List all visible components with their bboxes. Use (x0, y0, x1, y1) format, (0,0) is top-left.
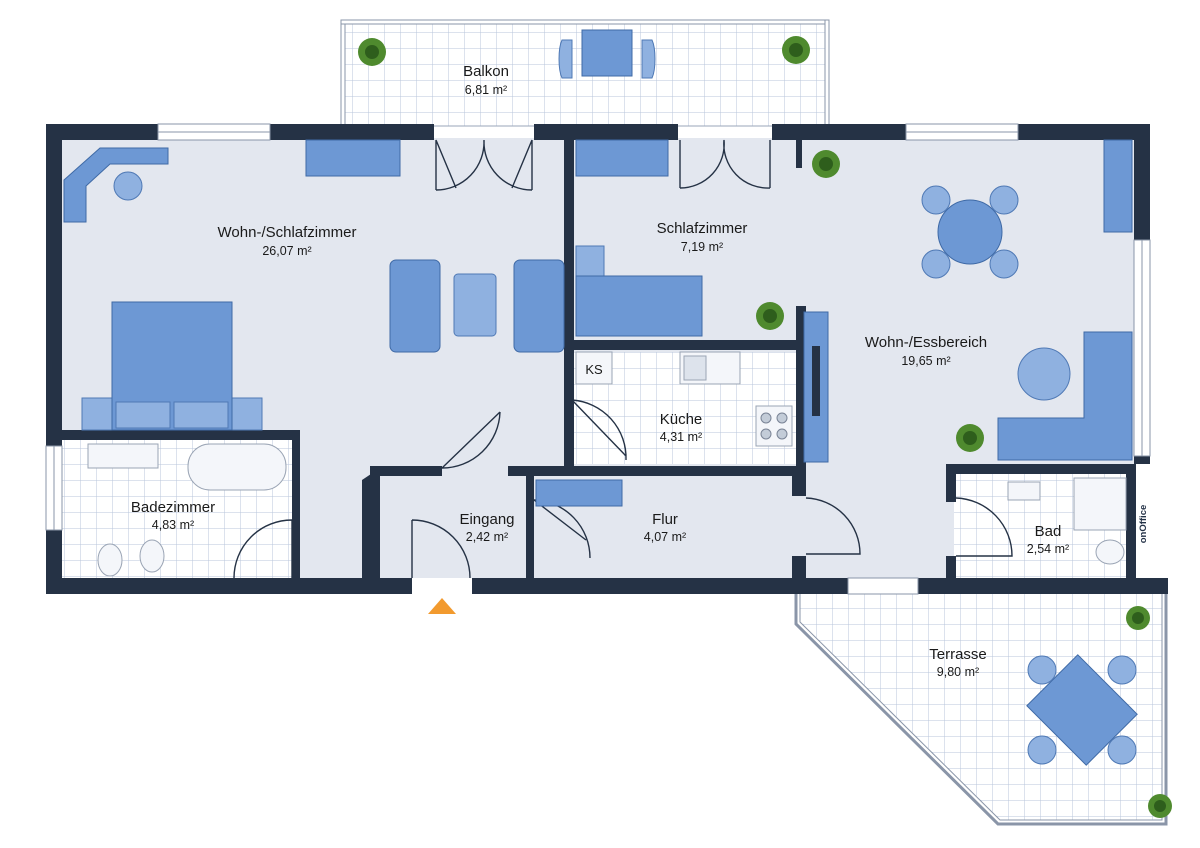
schlafzimmer-name: Schlafzimmer (657, 220, 748, 237)
ks-label: KS (585, 362, 603, 377)
entrance-arrow-icon (428, 598, 456, 614)
wohn-ess-area-value: 19,65 m² (901, 354, 950, 368)
terrasse-name: Terrasse (929, 646, 987, 663)
furniture (63, 29, 1138, 766)
eingang-area-value: 2,42 m² (466, 530, 508, 544)
bad-name: Bad (1035, 523, 1062, 540)
bad-area-value: 2,54 m² (1027, 542, 1069, 556)
fixtures (87, 351, 1127, 577)
balkon-name: Balkon (463, 63, 509, 80)
walls (45, 123, 1168, 594)
flur-area-value: 4,07 m² (644, 530, 686, 544)
wohn-schlaf-area-value: 26,07 m² (262, 244, 311, 258)
schlafzimmer-area-value: 7,19 m² (681, 240, 723, 254)
badezimmer-area-value: 4,83 m² (152, 518, 194, 532)
kueche-name: Küche (660, 411, 703, 428)
terrasse-area (794, 591, 1168, 826)
wohn-ess-name: Wohn-/Essbereich (865, 334, 987, 351)
terrasse-area-value: 9,80 m² (937, 665, 979, 679)
balkon-area-value: 6,81 m² (465, 83, 507, 97)
plant-icon (358, 36, 1172, 818)
flur-name: Flur (652, 511, 678, 528)
eingang-name: Eingang (459, 511, 514, 528)
wohn-schlaf-name: Wohn-/Schlafzimmer (218, 224, 357, 241)
doors (233, 139, 1013, 595)
badezimmer-name: Badezimmer (131, 499, 215, 516)
kueche-area-value: 4,31 m² (660, 430, 702, 444)
brand-logo: onOffice (1138, 505, 1149, 544)
